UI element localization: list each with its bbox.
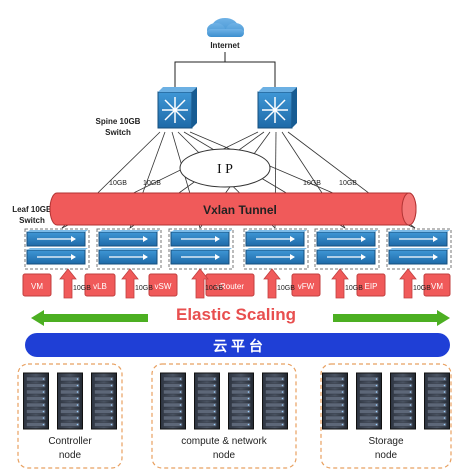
node-group: Storage node — [320, 363, 452, 469]
up-arrow-icon — [121, 268, 139, 299]
service-box — [205, 273, 255, 297]
leaf-group-border — [386, 228, 452, 270]
server-icon — [91, 372, 117, 430]
right-arrow-icon — [333, 310, 450, 326]
service-label: EIP — [365, 282, 378, 291]
leaf-switch-icon — [245, 248, 307, 265]
leaf-switch-icon — [26, 248, 88, 265]
server-icon — [322, 372, 348, 430]
spine-switch-left-icon — [157, 87, 197, 129]
node-group-border — [17, 363, 123, 469]
leaf-switch-icon — [245, 230, 307, 247]
node-label-line1: compute & network — [181, 436, 268, 447]
platform-label: 云 平 台 — [213, 338, 263, 354]
server-icon — [194, 372, 220, 430]
server-icon — [57, 372, 83, 430]
service-box — [356, 273, 386, 297]
spine-switch-right-icon — [257, 87, 297, 129]
leaf-switch-groups — [24, 228, 452, 270]
ip-ellipse — [179, 148, 271, 188]
leaf-group-border — [24, 228, 90, 270]
server-icon — [228, 372, 254, 430]
tunnel-label: Vxlan Tunnel — [203, 203, 277, 217]
ip-label: I P — [217, 162, 233, 177]
leaf-switch-icon — [316, 248, 378, 265]
server-icon — [424, 372, 450, 430]
bandwidth-label: 10GB — [73, 285, 91, 292]
leaf-switch-group — [96, 228, 162, 270]
service-box — [22, 273, 52, 297]
up-arrow-icon — [399, 268, 417, 299]
leaf-label-line2: Switch — [19, 216, 45, 225]
leaf-switch-group — [386, 228, 452, 270]
platform-bar — [25, 333, 450, 357]
left-arrow-icon — [31, 310, 148, 326]
leaf-group-border — [314, 228, 380, 270]
service-box — [291, 273, 321, 297]
node-label-line2: node — [375, 450, 398, 461]
leaf-switch-icon — [388, 248, 450, 265]
internet-label: Internet — [210, 41, 240, 50]
node-label-line2: node — [59, 450, 82, 461]
node-group: compute & network node — [151, 363, 297, 469]
leaf-switch-icon — [316, 230, 378, 247]
leaf-switch-icon — [170, 248, 232, 265]
service-label: vLB — [93, 282, 107, 291]
leaf-switch-group — [24, 228, 90, 270]
leaf-switch-group — [243, 228, 309, 270]
server-icon — [23, 372, 49, 430]
node-label-line2: node — [213, 450, 236, 461]
service-label: VM — [431, 282, 443, 291]
server-icon — [262, 372, 288, 430]
service-label: vFW — [298, 282, 315, 291]
service-label: vSW — [155, 282, 172, 291]
leaf-group-border — [96, 228, 162, 270]
service-box — [148, 273, 178, 297]
link-label: 10GB — [109, 180, 127, 187]
leaf-switch-icon — [170, 230, 232, 247]
spine-label-line2: Switch — [105, 128, 131, 137]
service-box — [84, 273, 116, 297]
spine-label-line1: Spine 10GB — [96, 117, 141, 126]
service-label: VM — [31, 282, 43, 291]
node-group-border — [320, 363, 452, 469]
service-box — [423, 273, 451, 297]
node-label-line1: Controller — [48, 436, 92, 447]
server-icon — [160, 372, 186, 430]
bandwidth-label: 10GB — [205, 285, 223, 292]
up-arrow-icon — [191, 268, 209, 299]
node-label-line1: Storage — [368, 436, 403, 447]
leaf-switch-group — [168, 228, 234, 270]
leaf-switch-group — [314, 228, 380, 270]
node-group-border — [151, 363, 297, 469]
up-arrow-icon — [59, 268, 77, 299]
link-label: 10GB — [143, 180, 161, 187]
leaf-switch-icon — [26, 230, 88, 247]
vxlan-tunnel — [49, 192, 417, 226]
leaf-label-line1: Leaf 10GB — [12, 205, 52, 214]
service-label: vRouter — [216, 282, 244, 291]
leaf-group-border — [243, 228, 309, 270]
uplink-lines — [174, 52, 276, 92]
link-label: 10GB — [339, 180, 357, 187]
server-icon — [356, 372, 382, 430]
cloud-icon — [207, 18, 244, 37]
leaf-switch-icon — [388, 230, 450, 247]
link-label: 10GB — [303, 180, 321, 187]
bandwidth-label: 10GB — [345, 285, 363, 292]
leaf-switch-icon — [98, 230, 160, 247]
leaf-switch-icon — [98, 248, 160, 265]
bandwidth-label: 10GB — [413, 285, 431, 292]
elastic-scaling-label: Elastic Scaling — [176, 305, 296, 324]
node-group: Controller node — [17, 363, 123, 469]
bandwidth-label: 10GB — [135, 285, 153, 292]
up-arrow-icon — [263, 268, 281, 299]
server-icon — [390, 372, 416, 430]
up-arrow-icon — [331, 268, 349, 299]
leaf-group-border — [168, 228, 234, 270]
bandwidth-label: 10GB — [277, 285, 295, 292]
